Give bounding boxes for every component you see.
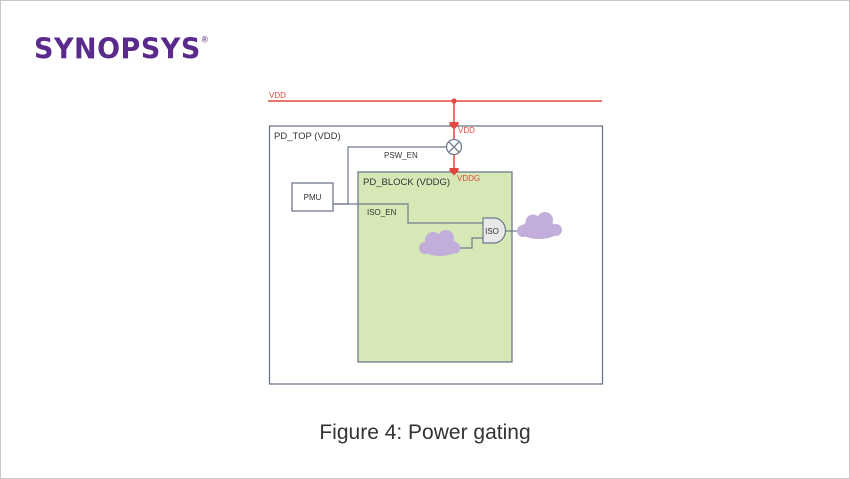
pmu-label: PMU	[304, 193, 322, 202]
switch-in-label: VDD	[458, 126, 475, 135]
vddg-pin-marker	[449, 168, 459, 176]
pd-top-label: PD_TOP (VDD)	[274, 131, 341, 142]
vdd-pin-marker	[449, 122, 459, 130]
registered-mark: ®	[200, 35, 210, 45]
pd-block-box	[357, 171, 513, 363]
logo-text: SYNOPSYS	[34, 33, 201, 66]
pd-block-label: PD_BLOCK (VDDG)	[363, 177, 450, 188]
figure-caption: Figure 4: Power gating	[319, 421, 531, 444]
logic-cloud-icon	[419, 230, 461, 256]
iso-en-label: ISO_EN	[367, 208, 397, 217]
switch-out-label: VDDG	[457, 174, 480, 183]
psw-en-label: PSW_EN	[384, 151, 418, 160]
iso-cell-icon	[482, 217, 507, 244]
vdd-rail-label: VDD	[269, 91, 286, 100]
pmu-box	[291, 182, 334, 212]
data-in-wire	[458, 237, 483, 249]
power-switch-icon	[445, 138, 463, 156]
logic-cloud-icon	[517, 212, 562, 239]
iso-label: ISO	[485, 227, 499, 236]
iso-en-wire	[333, 203, 483, 224]
synopsys-logo: SYNOPSYS®	[34, 33, 209, 66]
